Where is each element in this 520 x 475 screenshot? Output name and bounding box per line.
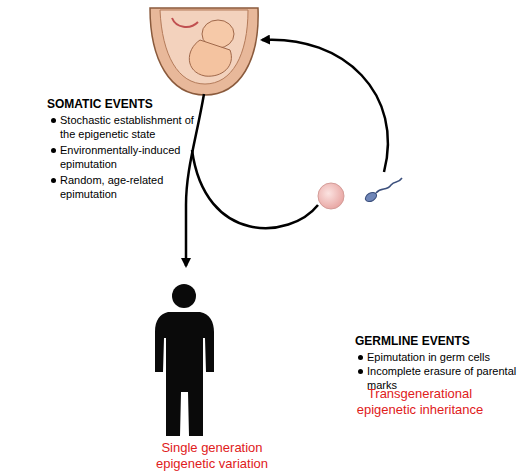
person-body xyxy=(155,312,214,436)
outcome-label: Single generation epigenetic variation xyxy=(137,440,287,472)
person-head xyxy=(172,284,196,308)
fetus-illustration xyxy=(150,8,258,95)
bullet-dot xyxy=(51,178,56,183)
section-heading: GERMLINE EVENTS xyxy=(355,334,515,348)
bullet-text: Stochastic establishment of the epigenet… xyxy=(60,113,210,141)
bullet-dot xyxy=(358,369,363,374)
sperm-tail xyxy=(376,178,402,193)
bullet-text: Random, age-related epimutation xyxy=(60,173,210,201)
person-silhouette xyxy=(155,284,214,436)
bullet-dot xyxy=(358,355,363,360)
bullet-dot xyxy=(51,118,56,123)
bullet-text: Epimutation in germ cells xyxy=(367,350,517,364)
outcome-label: Transgenerational epigenetic inheritance xyxy=(338,386,502,418)
bullet-text: Environmentally-induced epimutation xyxy=(60,143,210,171)
uterus-outline xyxy=(150,8,258,95)
fetus-body xyxy=(189,40,231,76)
section-heading: SOMATIC EVENTS xyxy=(47,97,247,111)
cycle-line xyxy=(192,150,318,228)
bullet-dot xyxy=(51,148,56,153)
amniotic-sac xyxy=(160,10,248,84)
placenta xyxy=(172,18,198,27)
cycle-arrow xyxy=(262,40,388,172)
egg-cell xyxy=(318,183,344,209)
